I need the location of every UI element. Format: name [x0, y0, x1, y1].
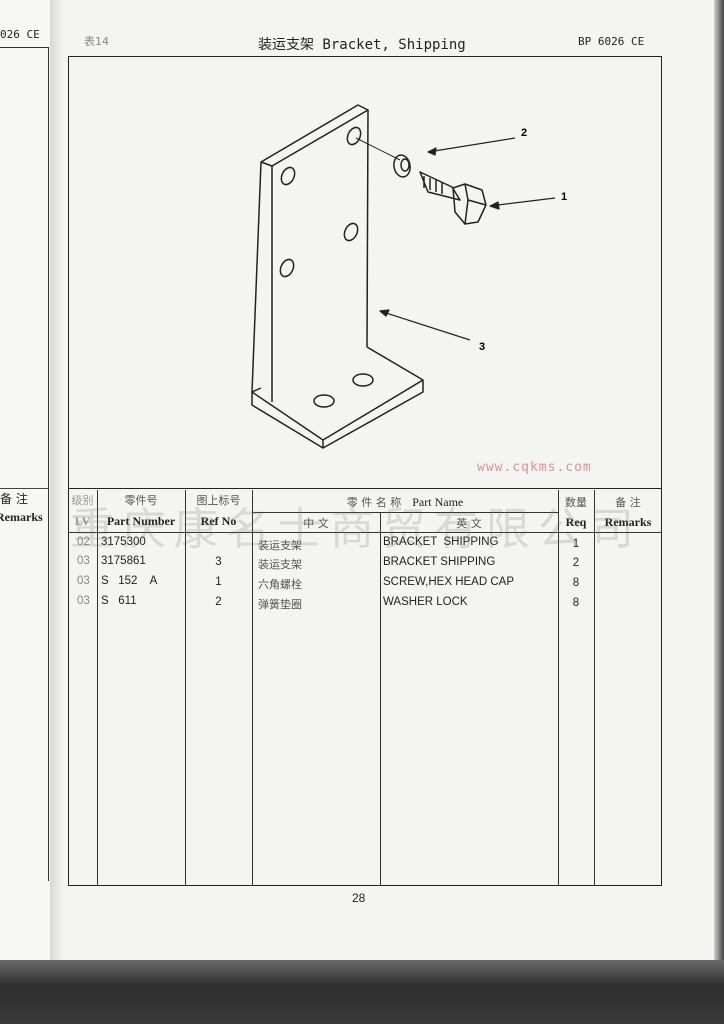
watermark-company: 重庆康名士商贸有限公司 — [70, 504, 642, 555]
hole-icon — [343, 222, 359, 242]
scanner-background — [0, 960, 724, 1024]
callout-1: 1 — [561, 191, 567, 203]
cell-lv: 03 — [77, 575, 90, 587]
page-number: 28 — [352, 891, 366, 905]
callout-2: 2 — [521, 127, 527, 139]
header-chinese: 中 文 — [303, 517, 329, 530]
cell-name-cn: 装运支架 — [258, 558, 302, 571]
header-part-name: 零 件 名 称 Part Name — [252, 494, 558, 510]
cell-req: 8 — [572, 597, 580, 609]
cell-ref: 1 — [215, 576, 222, 588]
cell-lv: 02 — [77, 536, 90, 548]
col-divider — [558, 490, 559, 886]
col-divider — [252, 490, 253, 886]
left-remarks-cn: 备 注 — [0, 492, 28, 506]
doc-code: BP 6026 CE — [578, 35, 645, 48]
watermark-url: www.cqkms.com — [477, 460, 592, 475]
header-req-en: Req — [565, 515, 587, 529]
hole-icon — [352, 373, 374, 387]
header-part-number-cn: 零件号 — [124, 494, 158, 507]
hole-icon — [346, 126, 362, 146]
left-page-code: 026 CE — [0, 28, 40, 41]
left-page-fragment — [0, 0, 56, 960]
left-page-divider — [0, 488, 48, 489]
cell-lv: 03 — [77, 595, 90, 607]
bracket-vertical-plate — [251, 104, 369, 402]
cell-part-number: S 152 A — [101, 575, 158, 587]
hex-bolt — [419, 171, 487, 225]
header-bottom-border — [68, 532, 662, 533]
header-lv-en: LV — [74, 514, 91, 528]
left-page-frame — [0, 47, 49, 881]
cell-ref: 3 — [215, 556, 222, 568]
header-part-name-cn: 零 件 名 称 — [346, 496, 402, 509]
header-lv-cn: 级别 — [71, 494, 94, 507]
table-number: 表14 — [84, 35, 109, 48]
cell-name-en: WASHER LOCK — [383, 596, 468, 608]
hole-icon — [313, 394, 335, 408]
hole-icon — [279, 258, 295, 278]
cell-name-cn: 装运支架 — [258, 539, 302, 552]
cell-lv: 03 — [77, 555, 90, 567]
cell-name-en: SCREW,HEX HEAD CAP — [383, 576, 514, 588]
cell-req: 8 — [572, 577, 580, 589]
cell-req: 2 — [572, 557, 580, 569]
header-remarks-cn: 备 注 — [615, 496, 641, 509]
page-frame — [68, 56, 662, 886]
col-divider — [97, 490, 98, 886]
header-remarks-en: Remarks — [604, 515, 652, 529]
col-divider — [380, 512, 381, 886]
header-req-cn: 数量 — [565, 496, 587, 509]
cell-ref: 2 — [215, 596, 222, 608]
header-subdivider — [252, 512, 558, 513]
hole-icon — [280, 166, 296, 186]
cell-name-en: BRACKET SHIPPING — [383, 536, 499, 548]
table-top-border — [68, 488, 662, 489]
col-divider — [185, 490, 186, 886]
callout-3: 3 — [479, 341, 485, 353]
header-part-number-en: Part Number — [106, 514, 176, 528]
bracket-illustration: 2 1 3 — [251, 104, 567, 449]
cell-part-number: S 611 — [101, 595, 137, 607]
page-gutter — [50, 0, 64, 960]
col-divider — [594, 490, 595, 886]
page-title: 装运支架 Bracket, Shipping — [258, 37, 466, 53]
cell-part-number: 3175861 — [101, 555, 146, 567]
cell-part-number: 3175300 — [101, 536, 146, 548]
cell-name-cn: 弹簧垫圈 — [258, 598, 302, 611]
cell-name-cn: 六角螺栓 — [258, 578, 302, 591]
left-remarks-en: Remarks — [0, 510, 43, 524]
header-ref-en: Ref No — [200, 514, 237, 528]
cell-name-en: BRACKET SHIPPING — [383, 556, 496, 568]
lock-washer — [393, 154, 411, 178]
page-edge-shadow — [714, 0, 724, 960]
header-ref-cn: 图上标号 — [196, 494, 241, 507]
cell-req: 1 — [572, 538, 580, 550]
header-part-name-en: Part Name — [412, 495, 464, 509]
bracket-base-plate — [251, 346, 424, 449]
header-english: 英 文 — [456, 517, 482, 530]
